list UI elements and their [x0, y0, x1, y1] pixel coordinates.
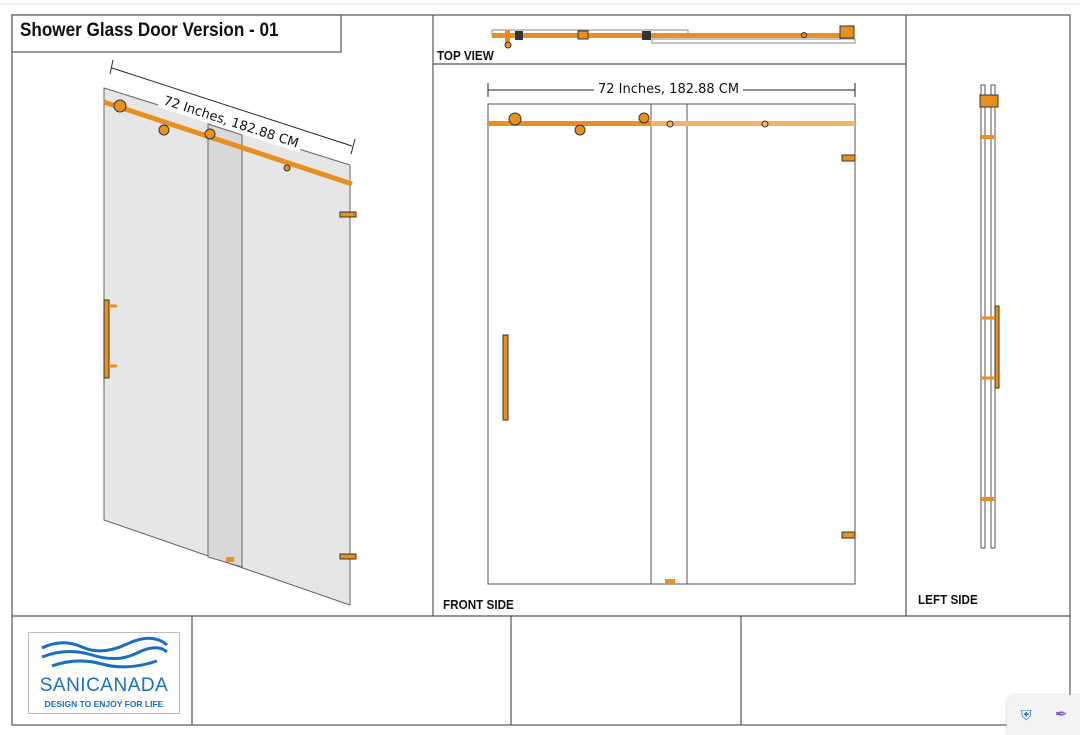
waves-icon	[41, 636, 169, 669]
front-dimension-label: 72 Inches, 182.88 CM	[594, 82, 744, 97]
system-tray: ⛨ ✒	[1007, 695, 1080, 735]
front-view	[487, 83, 856, 585]
security-warning-icon[interactable]: ⛨	[1021, 707, 1032, 723]
sanicanada-logo: SANICANADA DESIGN TO ENJOY FOR LIFE	[28, 632, 180, 714]
logo-tagline: DESIGN TO ENJOY FOR LIFE	[44, 699, 164, 709]
isometric-view	[103, 59, 357, 606]
page-title: Shower Glass Door Version - 01	[20, 20, 279, 41]
logo-name: SANICANADA	[39, 675, 169, 696]
pen-icon[interactable]: ✒	[1055, 706, 1068, 723]
front-side-label: FRONT SIDE	[443, 597, 514, 612]
top-view	[491, 25, 856, 49]
left-side-label: LEFT SIDE	[918, 592, 978, 607]
top-view-label: TOP VIEW	[437, 48, 494, 63]
left-side-view	[979, 84, 1000, 549]
